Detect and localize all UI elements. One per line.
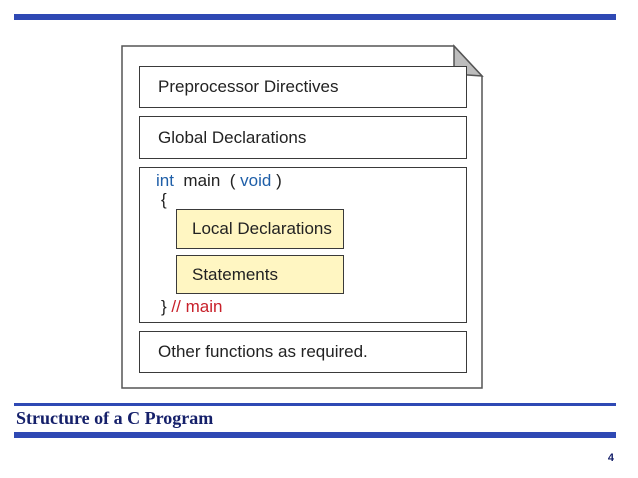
open-brace: { (161, 190, 167, 209)
other-functions-box: Other functions as required. (139, 331, 467, 373)
void-keyword: void (240, 171, 272, 190)
open-paren: ( (229, 171, 236, 190)
statements-box: Statements (176, 255, 344, 294)
close-brace: } (161, 297, 167, 316)
bottom-rule (14, 432, 616, 438)
local-declarations-label: Local Declarations (192, 219, 332, 238)
global-declarations-box: Global Declarations (139, 116, 467, 159)
statements-label: Statements (192, 264, 278, 284)
main-comment: // main (171, 297, 223, 316)
page-number: 4 (607, 452, 614, 464)
other-functions-label: Other functions as required. (158, 342, 368, 361)
global-declarations-label: Global Declarations (158, 127, 307, 147)
main-signature: int main ( void ) (156, 171, 282, 191)
local-declarations-box: Local Declarations (176, 209, 344, 249)
main-name: main (183, 171, 221, 190)
top-rule (14, 14, 616, 20)
preprocessor-box: Preprocessor Directives (139, 66, 467, 108)
caption-rule (14, 403, 616, 406)
slide-caption: Structure of a C Program (16, 408, 214, 428)
int-keyword: int (156, 171, 174, 190)
close-paren: ) (276, 171, 282, 190)
closing-line: } // main (161, 297, 222, 317)
preprocessor-label: Preprocessor Directives (158, 77, 339, 96)
